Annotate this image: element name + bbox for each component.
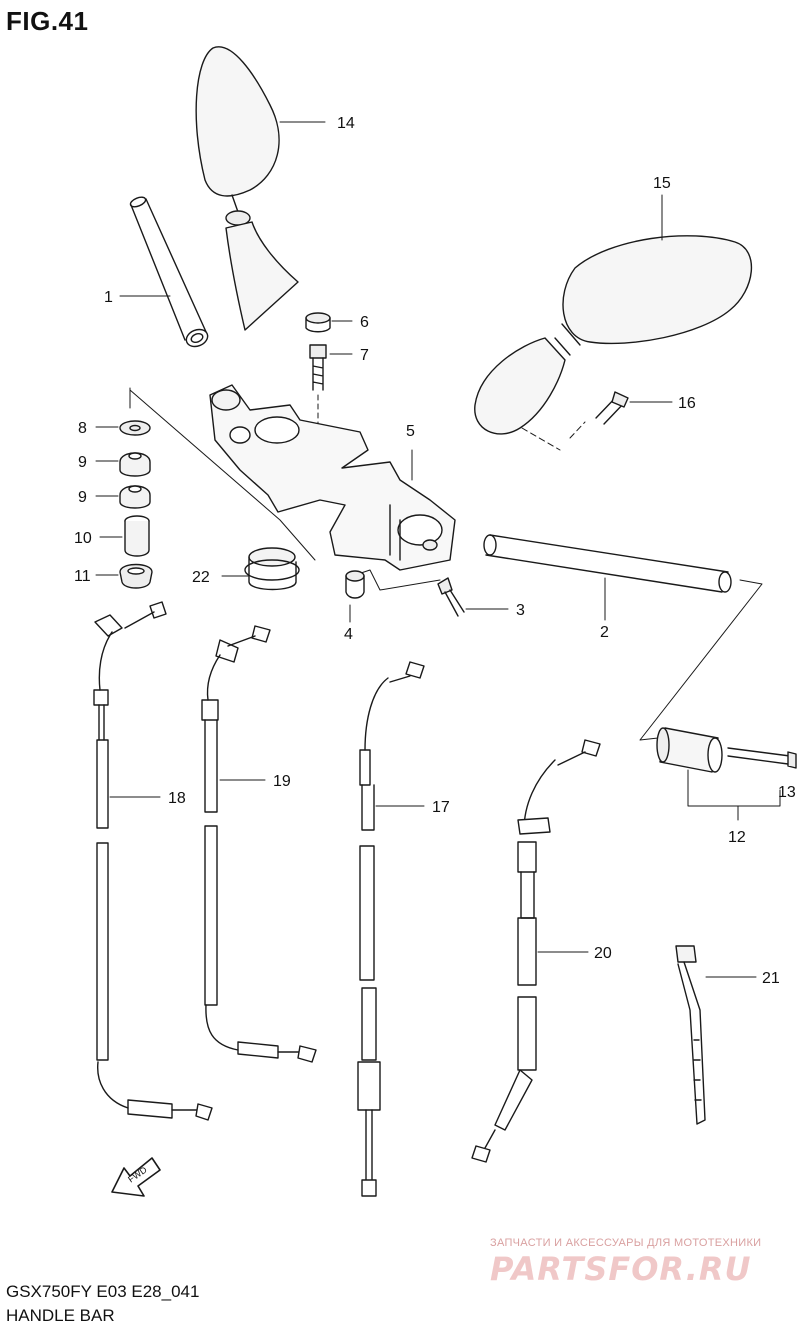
callout-18: 18: [168, 790, 186, 807]
part-8-washer: [95, 420, 151, 436]
part-11-washer: [95, 563, 153, 589]
callout-7: 7: [360, 347, 369, 364]
part-15-mirror-right: [474, 194, 752, 451]
callout-6: 6: [360, 314, 369, 331]
callout-9a: 9: [78, 454, 87, 471]
part-6-cap: [305, 312, 353, 333]
part-21-clamp: [675, 945, 757, 1125]
part-3-bolt: [437, 577, 509, 617]
callout-16: 16: [678, 395, 696, 412]
callout-10: 10: [74, 530, 92, 547]
part-9-cushion-a: [95, 452, 151, 477]
fwd-direction-arrow: [111, 1157, 161, 1197]
part-20-cable: [471, 739, 601, 1163]
part-22-grommet: [221, 547, 300, 591]
part-18-cable: [93, 601, 213, 1121]
callout-2: 2: [600, 624, 609, 641]
part-4-cap-bolt: [345, 570, 365, 623]
part-5-handlebar-holder: [129, 384, 456, 591]
callout-20: 20: [594, 945, 612, 962]
part-2-handlebar-tube: [483, 534, 763, 741]
part-10-spacer: [99, 515, 150, 557]
watermark-logo: PARTSFOR.RU: [490, 1250, 752, 1288]
callout-8: 8: [78, 420, 87, 437]
part-14-mirror-left: [195, 46, 326, 331]
callout-19: 19: [273, 773, 291, 790]
callout-21: 21: [762, 970, 780, 987]
model-code: GSX750FY E03 E28_041: [6, 1282, 200, 1301]
part-17-cable: [357, 661, 425, 1197]
part-16-bolt: [595, 391, 673, 425]
figure-title: FIG.41: [6, 6, 89, 36]
callout-3: 3: [516, 602, 525, 619]
callout-13: 13: [778, 784, 796, 801]
callout-14: 14: [337, 115, 355, 132]
callout-9b: 9: [78, 489, 87, 506]
watermark-subtitle: ЗАПЧАСТИ И АКСЕССУАРЫ ДЛЯ МОТОТЕХНИКИ: [490, 1237, 762, 1249]
part-7-bolt: [309, 344, 353, 426]
callout-4: 4: [344, 626, 353, 643]
part-12-balancer-weight: [656, 727, 781, 821]
part-19-cable: [201, 625, 317, 1063]
part-13-screw: [727, 747, 797, 769]
callout-5: 5: [406, 423, 415, 440]
part-9-cushion-b: [95, 485, 151, 509]
section-name: HANDLE BAR: [6, 1306, 115, 1325]
part-1-handle-tube: [119, 196, 209, 348]
callout-15: 15: [653, 175, 671, 192]
callout-1: 1: [104, 289, 113, 306]
callout-22: 22: [192, 569, 210, 586]
callout-17: 17: [432, 799, 450, 816]
callout-12: 12: [728, 829, 746, 846]
callout-11: 11: [74, 568, 91, 585]
